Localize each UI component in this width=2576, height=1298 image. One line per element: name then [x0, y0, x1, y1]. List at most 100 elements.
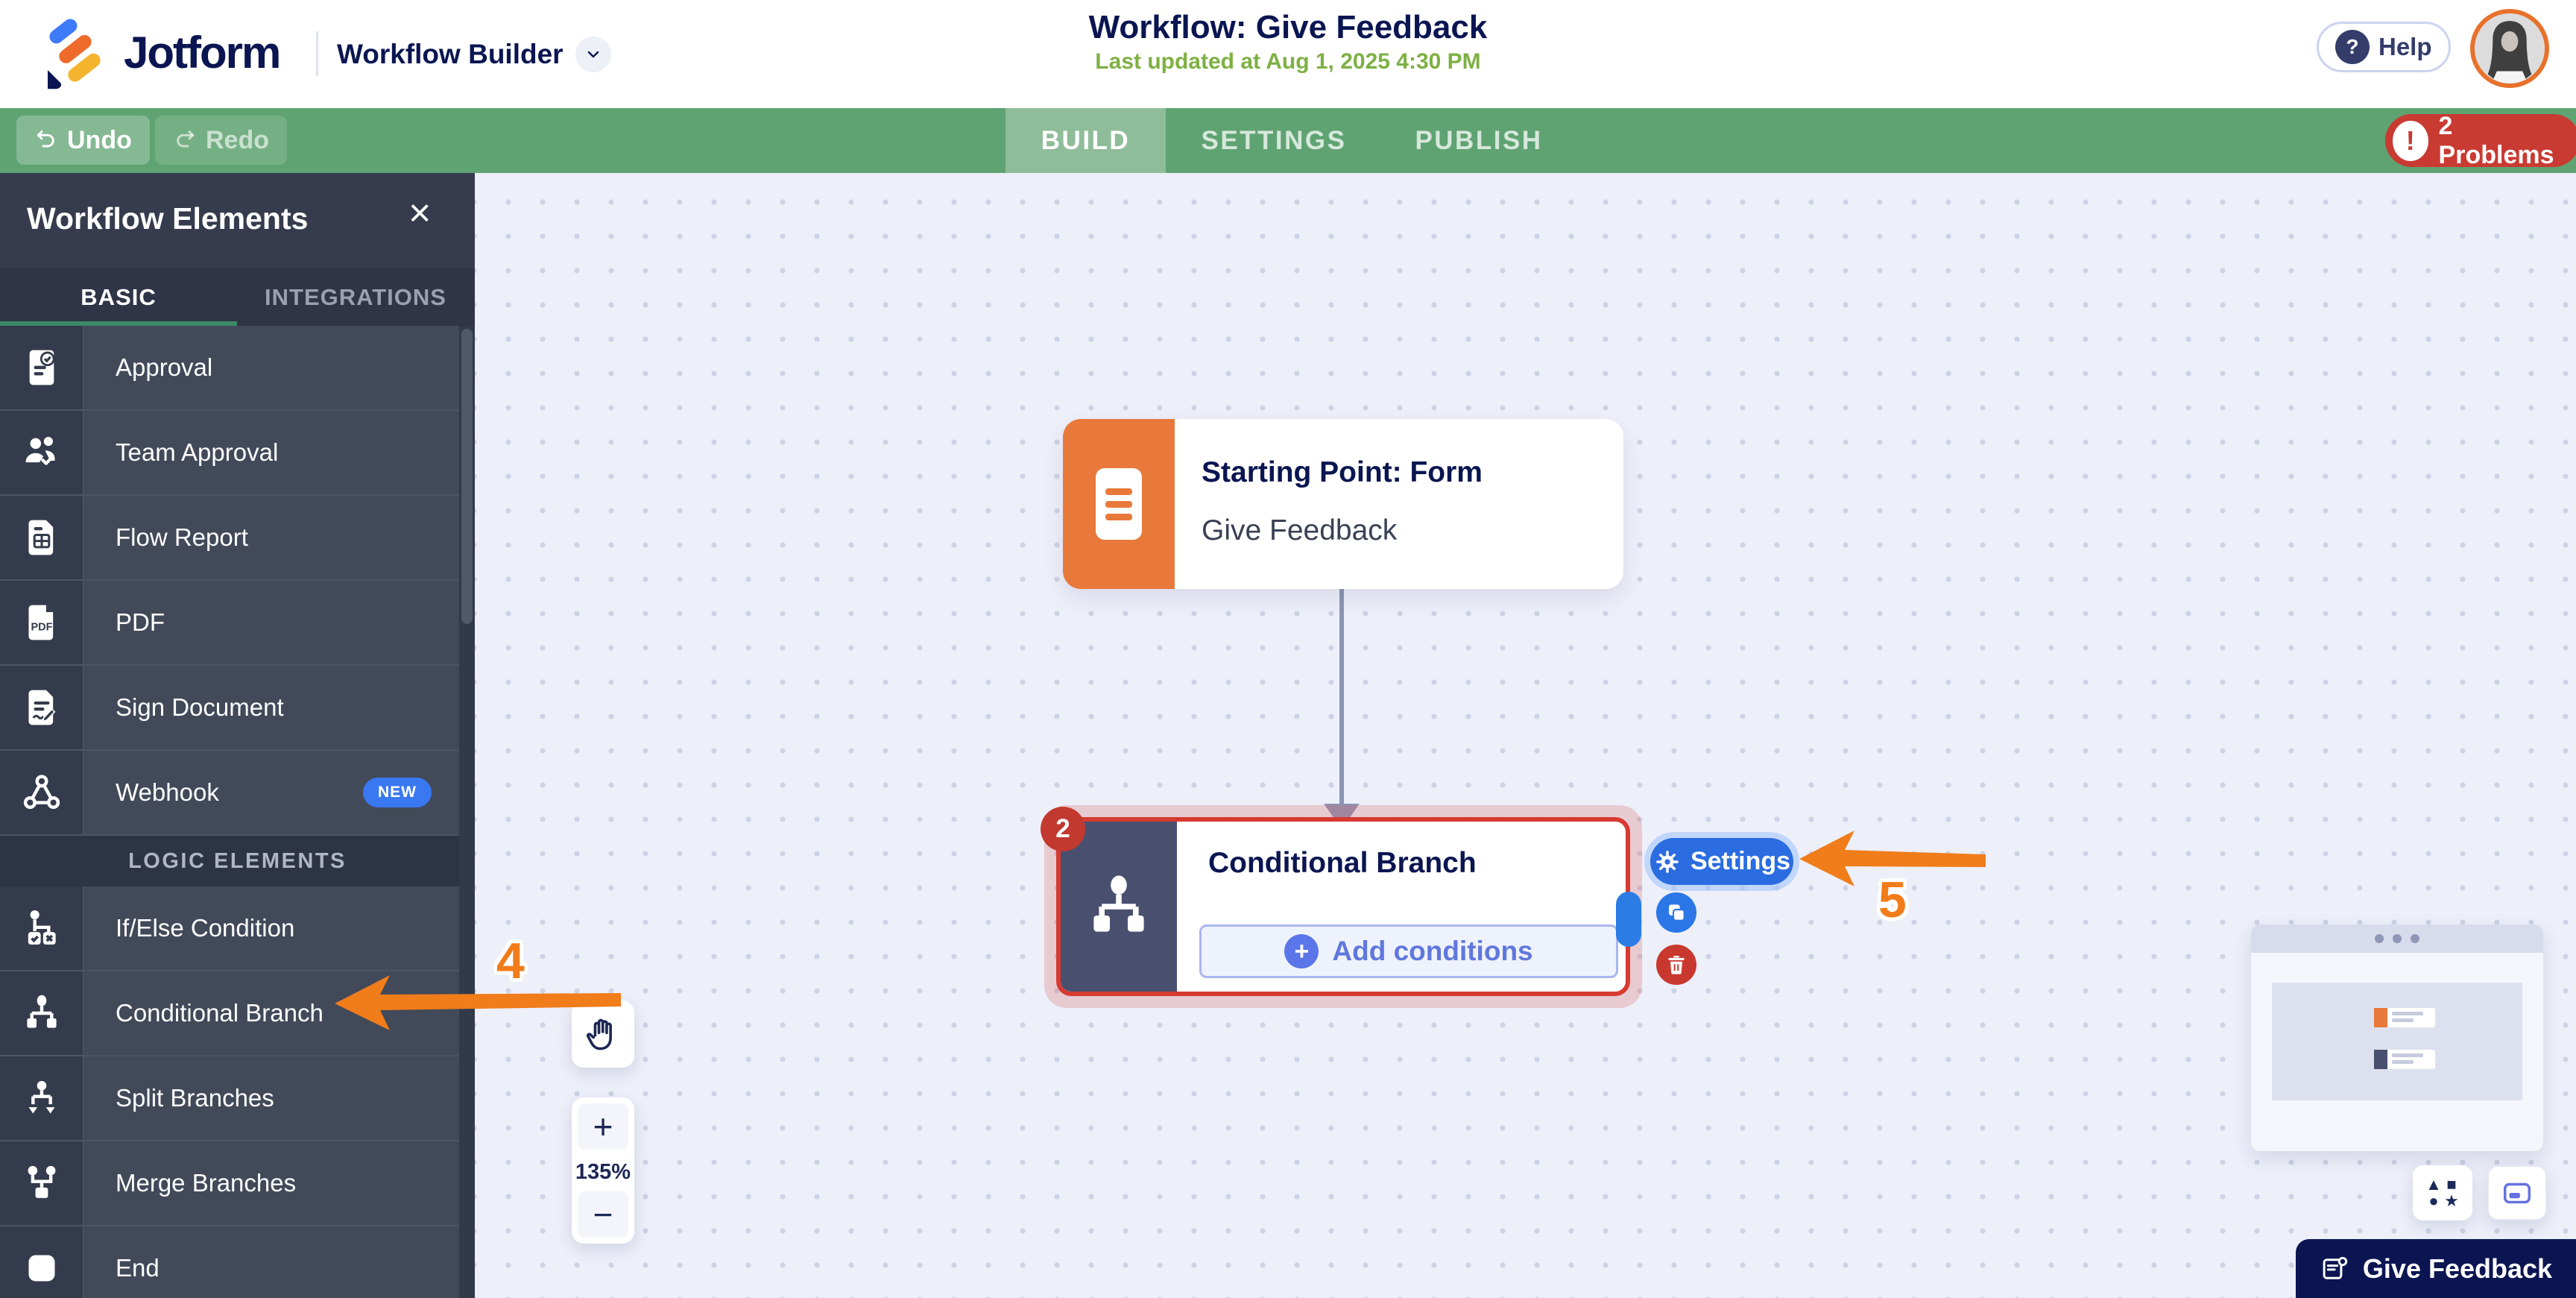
elements-shortcut-button[interactable]: ▲■●★ [2413, 1165, 2472, 1220]
tab-publish[interactable]: PUBLISH [1415, 125, 1543, 155]
logic-elements-header: LOGIC ELEMENTS [0, 836, 475, 886]
tab-basic[interactable]: BASIC [80, 283, 157, 310]
item-label: End [116, 1254, 160, 1282]
add-conditions-button[interactable]: + Add conditions [1199, 924, 1618, 978]
pdf-icon: PDF [0, 581, 84, 664]
panel-tabs: BASIC INTEGRATIONS [0, 268, 475, 326]
problems-badge[interactable]: ! 2 Problems [2385, 112, 2576, 169]
item-label: Team Approval [116, 438, 279, 466]
webhook-icon [0, 751, 84, 834]
settings-button[interactable]: Settings [1650, 838, 1793, 885]
sidebar-item-flow-report[interactable]: Flow Report [0, 496, 475, 581]
zoom-in-button[interactable]: + [578, 1103, 628, 1150]
settings-label: Settings [1690, 847, 1791, 875]
end-icon [0, 1226, 84, 1298]
jotform-logo-icon[interactable] [39, 18, 110, 89]
gear-icon [1656, 850, 1679, 873]
workflow-title-block: Workflow: Give Feedback Last updated at … [1089, 9, 1488, 75]
plus-icon: + [1284, 934, 1319, 968]
give-feedback-label: Give Feedback [2362, 1253, 2553, 1284]
branch-node-color-panel [1061, 822, 1177, 992]
sidebar-item-webhook[interactable]: Webhook NEW [0, 751, 475, 836]
brand-wordmark[interactable]: Jotform [124, 28, 281, 78]
connector-line [1339, 589, 1344, 805]
tab-integrations[interactable]: INTEGRATIONS [265, 283, 446, 310]
redo-label: Redo [206, 125, 269, 154]
avatar[interactable] [2470, 9, 2549, 88]
copy-icon [1669, 904, 1685, 921]
minimap[interactable] [2251, 924, 2543, 1151]
chevron-down-icon[interactable] [575, 36, 611, 72]
sidebar-item-end[interactable]: End [0, 1226, 475, 1298]
item-label: PDF [116, 608, 165, 636]
action-toolbar: Undo Redo BUILD SETTINGS PUBLISH ! 2 Pro… [0, 108, 2576, 173]
question-icon: ? [2335, 30, 2370, 64]
sidebar-item-merge-branches[interactable]: Merge Branches [0, 1141, 475, 1226]
sidebar-scrollbar-thumb[interactable] [461, 329, 473, 624]
sidebar-item-team-approval[interactable]: Team Approval [0, 411, 475, 496]
branch-connection-handle[interactable] [1616, 892, 1641, 947]
app-switcher[interactable]: Workflow Builder [337, 0, 611, 108]
form-icon [1096, 468, 1142, 540]
tab-settings[interactable]: SETTINGS [1201, 125, 1347, 155]
help-label: Help [2378, 33, 2432, 60]
team-approval-icon [0, 411, 84, 494]
canvas[interactable] [475, 173, 2576, 1298]
minimap-viewport [2272, 983, 2522, 1100]
minimap-titlebar [2251, 924, 2543, 953]
app-switcher-label: Workflow Builder [337, 38, 564, 69]
panel-header: Workflow Elements × [0, 173, 475, 268]
redo-icon [177, 130, 195, 148]
feedback-icon [2323, 1256, 2348, 1279]
item-label: Webhook [116, 778, 219, 806]
new-badge: NEW [363, 778, 432, 807]
item-label: Split Branches [116, 1084, 274, 1112]
redo-button[interactable]: Redo [155, 116, 287, 165]
sidebar-item-sign-document[interactable]: Sign Document [0, 666, 475, 751]
top-header: Jotform Workflow Builder Workflow: Give … [0, 0, 2576, 108]
error-count-badge: 2 [1041, 807, 1085, 851]
panel-title: Workflow Elements [27, 201, 309, 236]
sidebar-item-pdf[interactable]: PDF PDF [0, 581, 475, 666]
delete-button[interactable] [1656, 945, 1696, 985]
duplicate-button[interactable] [1656, 892, 1696, 933]
help-button[interactable]: ? Help [2317, 22, 2451, 72]
minimap-start-node [2374, 1008, 2435, 1027]
if-else-icon [0, 886, 84, 970]
add-conditions-label: Add conditions [1332, 936, 1533, 966]
undo-icon [37, 130, 54, 148]
shapes-icon: ▲■●★ [2425, 1175, 2459, 1210]
last-updated-text: Last updated at Aug 1, 2025 4:30 PM [1095, 49, 1481, 74]
minimap-toggle-button[interactable] [2487, 1165, 2547, 1220]
sidebar-item-if-else[interactable]: If/Else Condition [0, 886, 475, 971]
flow-report-icon [0, 496, 84, 579]
start-node[interactable]: Starting Point: Form Give Feedback [1063, 419, 1623, 589]
give-feedback-button[interactable]: Give Feedback [2296, 1239, 2576, 1298]
sidebar-item-conditional-branch[interactable]: Conditional Branch [0, 971, 475, 1056]
sidebar-item-split-branches[interactable]: Split Branches [0, 1056, 475, 1141]
svg-text:PDF: PDF [31, 622, 52, 634]
active-tab-underline [0, 321, 237, 326]
close-icon[interactable]: × [408, 192, 432, 235]
approval-icon [0, 326, 84, 409]
merge-branches-icon [0, 1141, 84, 1225]
zoom-level: 135% [575, 1160, 631, 1184]
zoom-out-button[interactable]: − [578, 1191, 628, 1238]
undo-button[interactable]: Undo [16, 116, 150, 165]
conditional-branch-icon [0, 971, 84, 1055]
item-label: Merge Branches [116, 1169, 297, 1197]
conditional-branch-icon [1093, 875, 1144, 932]
item-label: If/Else Condition [116, 914, 295, 942]
pan-tool-button[interactable] [572, 1001, 634, 1068]
tab-build[interactable]: BUILD [1006, 108, 1166, 173]
start-node-color-panel [1063, 419, 1175, 589]
split-branches-icon [0, 1056, 84, 1140]
sign-document-icon [0, 666, 84, 749]
item-label: Sign Document [116, 693, 284, 721]
sidebar-item-approval[interactable]: Approval [0, 326, 475, 411]
hand-icon [586, 1018, 612, 1050]
conditional-branch-node[interactable]: Conditional Branch + Add conditions [1056, 817, 1630, 996]
minimap-branch-node [2374, 1050, 2435, 1069]
zoom-controls: + 135% − [572, 1097, 634, 1244]
